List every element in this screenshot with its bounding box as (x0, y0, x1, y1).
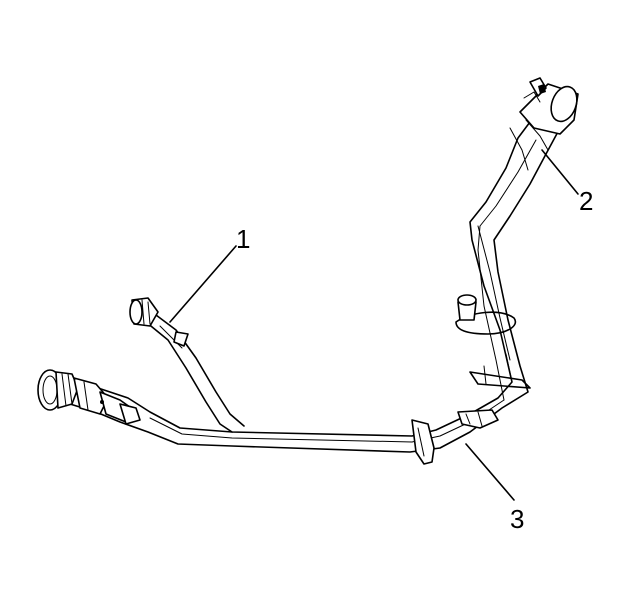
leader-lines (169, 149, 579, 501)
filler-neck (509, 77, 579, 171)
callout-1: 1 (236, 224, 250, 254)
leader-line-2 (541, 149, 579, 195)
leader-line-3 (465, 443, 515, 501)
lower-bracket (411, 409, 499, 465)
tank-inlet-end (37, 369, 141, 425)
vent-hose (129, 297, 245, 433)
leader-line-1 (169, 245, 237, 323)
mid-bracket (455, 294, 531, 389)
callout-3: 3 (510, 504, 524, 534)
callout-2: 2 (579, 186, 593, 216)
filler-pipe (61, 121, 561, 453)
